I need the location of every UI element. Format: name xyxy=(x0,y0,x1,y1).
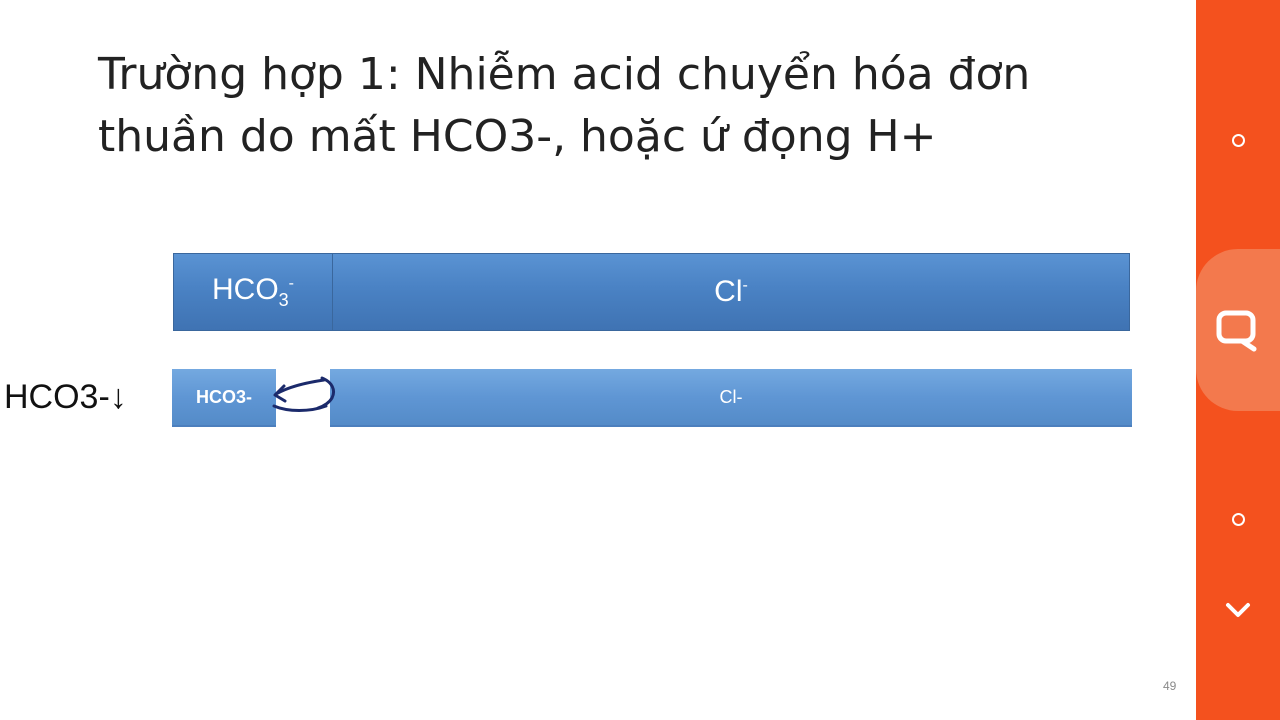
slide-title-line-2: thuần do mất HCO3-, hoặc ứ đọng H+ xyxy=(98,111,937,162)
slide-title: Trường hợp 1: Nhiễm acid chuyển hóa đơn … xyxy=(98,44,1158,168)
circle-icon[interactable] xyxy=(1218,499,1258,539)
cl-label-normal: Cl- xyxy=(714,275,748,308)
chat-button[interactable] xyxy=(1196,249,1280,411)
down-arrow-icon: ↓ xyxy=(109,378,127,416)
hco3-bar-reduced: HCO3- xyxy=(172,369,276,427)
cl-bar-increased: Cl- xyxy=(330,369,1132,427)
chat-icon xyxy=(1216,310,1257,352)
slide-page-number: 49 xyxy=(1163,679,1177,693)
hco3-label-reduced: HCO3- xyxy=(195,386,252,407)
handwritten-exchange-arrow xyxy=(272,376,336,412)
cl-bar-normal: Cl- xyxy=(332,253,1130,331)
floating-side-panel xyxy=(1196,0,1280,720)
chevron-down-icon xyxy=(1226,603,1250,617)
circle-icon[interactable] xyxy=(1218,120,1258,160)
presentation-slide: Trường hợp 1: Nhiễm acid chuyển hóa đơn … xyxy=(4,44,1177,693)
cl-label-increased: Cl- xyxy=(719,386,743,407)
hco3-bar-normal: HCO3- xyxy=(173,253,333,331)
hco3-label-normal: HCO3- xyxy=(211,273,294,310)
slide-title-line-1: Trường hợp 1: Nhiễm acid chuyển hóa đơn xyxy=(98,49,1031,100)
hco3-decrease-label: HCO3-↓ xyxy=(4,378,127,416)
collapse-button[interactable] xyxy=(1218,590,1258,630)
